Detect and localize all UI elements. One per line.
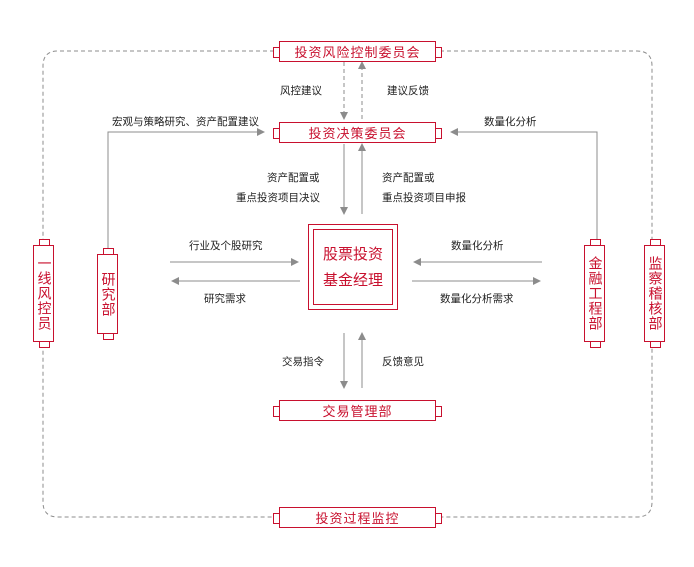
- decision-committee-box: 投资决策委员会: [273, 122, 442, 143]
- macro-strategy-label: 宏观与策略研究、资产配置建议: [112, 116, 259, 128]
- quant-top-arrow: [450, 128, 598, 250]
- quant-demand-label: 数量化分析需求: [440, 293, 514, 305]
- quant-analysis-top-label: 数量化分析: [484, 116, 537, 128]
- fund-manager-line2: 基金经理: [322, 271, 383, 289]
- allocation-decision-line1: 资产配置或: [267, 172, 320, 184]
- research-dept-box: 研究部: [97, 248, 118, 340]
- audit-dept-box: 监察稽核部: [644, 239, 665, 348]
- trading-dept-box: 交易管理部: [273, 400, 442, 421]
- frontline-risk-box: 一线风控员: [33, 239, 54, 348]
- advice-feedback-label: 建议反馈: [387, 85, 429, 97]
- audit-dept-label: 监察稽核部: [646, 256, 663, 331]
- trade-order-label: 交易指令: [282, 356, 324, 368]
- allocation-report-line2: 重点投资项目申报: [382, 192, 466, 204]
- financial-engineering-label: 金融工程部: [586, 256, 603, 331]
- research-dept-label: 研究部: [99, 271, 116, 317]
- feedback-label: 反馈意见: [382, 356, 424, 368]
- process-monitoring-label: 投资过程监控: [315, 512, 400, 527]
- process-monitoring-box: 投资过程监控: [273, 507, 442, 528]
- fund-manager-box: 股票投资 基金经理: [308, 224, 398, 310]
- macro-strategy-arrow: [107, 128, 265, 250]
- quant-analysis-label: 数量化分析: [451, 240, 504, 252]
- allocation-report-line1: 资产配置或: [382, 172, 435, 184]
- industry-research-label: 行业及个股研究: [189, 240, 263, 252]
- frontline-risk-label: 一线风控员: [35, 256, 52, 331]
- risk-committee-box: 投资风险控制委员会: [273, 41, 442, 62]
- risk-committee-label: 投资风险控制委员会: [294, 46, 421, 61]
- allocation-decision-line2: 重点投资项目决议: [236, 192, 320, 204]
- decision-committee-label: 投资决策委员会: [308, 127, 407, 142]
- risk-advice-label: 风控建议: [280, 85, 322, 97]
- fund-manager-line1: 股票投资: [322, 245, 383, 263]
- financial-engineering-box: 金融工程部: [584, 239, 605, 348]
- trading-dept-label: 交易管理部: [322, 405, 393, 420]
- research-demand-label: 研究需求: [204, 293, 246, 305]
- fund-manager-inner-frame: [313, 229, 393, 305]
